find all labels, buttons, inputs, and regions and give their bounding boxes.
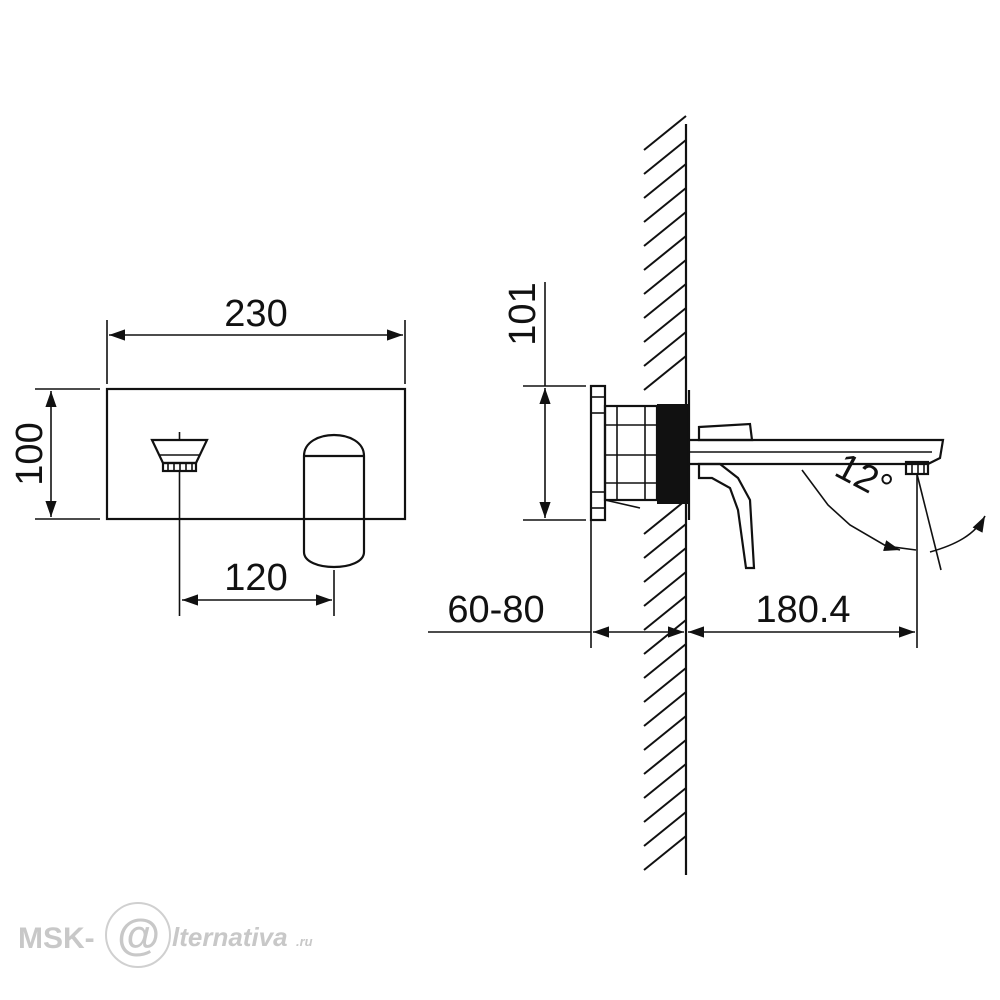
hatch-line (643, 523, 687, 559)
dim-side-height: 101 (502, 282, 544, 345)
hatch-line (643, 835, 687, 871)
hatch-line (643, 331, 687, 367)
watermark-at: @ (117, 911, 160, 960)
hatch-line (643, 115, 687, 151)
watermark-tld: .ru (296, 934, 313, 949)
hatch-line (643, 235, 687, 271)
hatch-line (643, 139, 687, 175)
hatch-line (643, 811, 687, 847)
hatch-line (643, 643, 687, 679)
hatch-line (643, 307, 687, 343)
wall-hatching (643, 115, 688, 875)
front-handle (302, 434, 366, 569)
hatch-line (643, 595, 687, 631)
hatch-line (643, 763, 687, 799)
hatch-line (643, 571, 687, 607)
hatch-line (643, 259, 687, 295)
front-spout-outlet (150, 432, 209, 473)
dim-spout-reach: 180.4 (755, 589, 850, 631)
hatch-line (643, 787, 687, 823)
watermark: MSK- @ lternativa .ru (18, 902, 313, 968)
side-lever-handle (697, 422, 756, 570)
dim-wall-depth: 60-80 (447, 589, 544, 631)
dim-spout-to-handle: 120 (224, 557, 287, 599)
watermark-prefix: MSK- (18, 922, 95, 955)
hatch-line (643, 283, 687, 319)
dim-front-width: 230 (224, 293, 287, 335)
hatch-line (643, 739, 687, 775)
hatch-line (643, 547, 687, 583)
hatch-line (643, 355, 687, 391)
hatch-line (643, 211, 687, 247)
front-view: 230 100 120 (9, 293, 407, 616)
rough-in-body (589, 384, 659, 522)
side-view: 12° 101 60-80 180.4 (428, 115, 986, 875)
hatch-line (643, 163, 687, 199)
front-wall-plate (105, 387, 407, 521)
watermark-suffix: lternativa (172, 922, 288, 952)
dim-angle: 12° (828, 445, 898, 509)
hatch-line (643, 187, 687, 223)
dim-front-height: 100 (9, 422, 51, 485)
side-wall-plate (657, 404, 689, 504)
hatch-line (643, 499, 687, 535)
hatch-line (643, 667, 687, 703)
hatch-line (643, 715, 687, 751)
watermark-at-circle (105, 902, 171, 968)
hatch-line (643, 691, 687, 727)
